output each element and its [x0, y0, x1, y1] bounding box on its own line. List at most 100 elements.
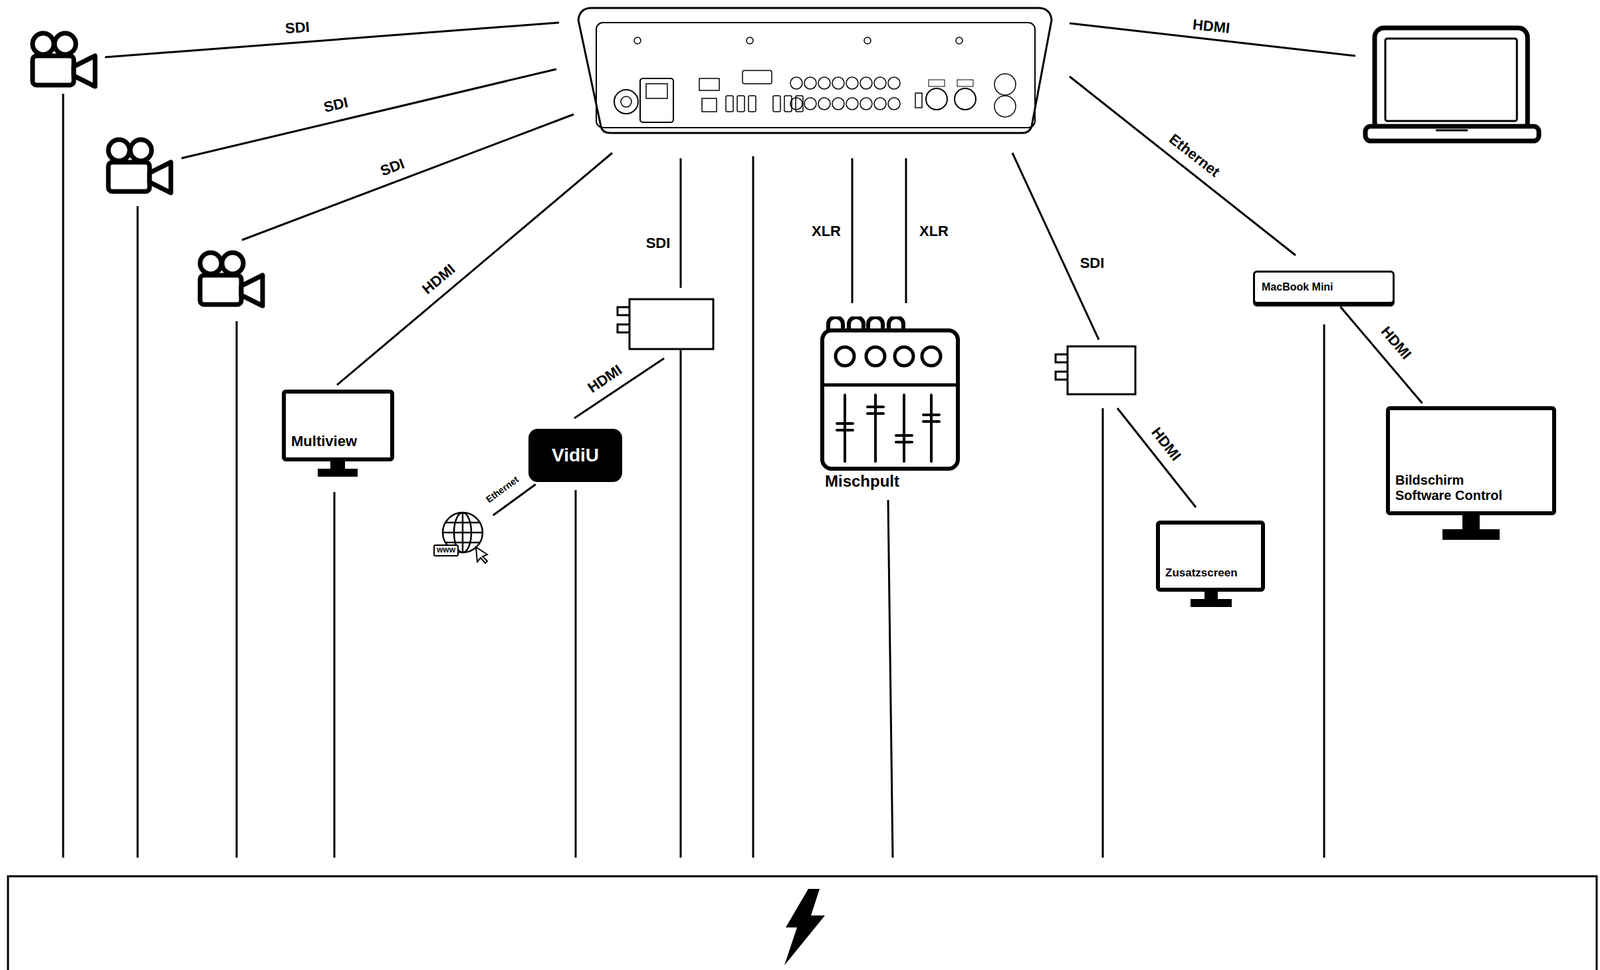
- cable-label: SDI: [1078, 255, 1107, 272]
- cable-label: SDI: [376, 154, 409, 181]
- drawing-circle: [846, 77, 859, 90]
- drawing-line: [442, 531, 483, 534]
- drawing-circle: [108, 139, 130, 161]
- drawing-circle: [888, 77, 901, 90]
- cable-label: HDMI: [582, 360, 627, 398]
- cable-label: SDI: [320, 94, 352, 117]
- drawing-path: [617, 307, 630, 333]
- cable-label: HDMI: [1376, 322, 1416, 365]
- drawing-line: [905, 158, 908, 304]
- drawing-rect: [748, 95, 756, 112]
- drawing-circle: [994, 73, 1016, 96]
- drawing-circle: [860, 97, 873, 110]
- drawing-circle: [955, 37, 963, 44]
- extra-monitor: Zusatzscreen: [1155, 520, 1265, 592]
- drawing-circle: [864, 37, 871, 44]
- drawing-circle: [925, 88, 948, 110]
- node-label: MacBook Mini: [1261, 281, 1334, 294]
- drawing-line: [105, 22, 560, 58]
- audio-mixer: Mischpult: [819, 316, 961, 495]
- drawing-line: [574, 358, 665, 419]
- drawing-rect: [915, 93, 922, 108]
- drawing-circle: [846, 97, 859, 110]
- drawing-path: [578, 7, 1052, 133]
- drawing-circle: [620, 96, 632, 108]
- drawing-circle: [954, 88, 976, 110]
- cable-label: SDI: [644, 235, 673, 252]
- drawing-circle: [832, 77, 845, 90]
- drawing-circle: [994, 95, 1016, 117]
- streaming-encoder: VidiU: [528, 428, 623, 482]
- signal-cables: [105, 22, 1356, 508]
- drawing-svg: [819, 316, 961, 471]
- drawing-path: [475, 547, 488, 564]
- drawing-circle: [200, 252, 222, 274]
- laptop-icon: [1365, 27, 1539, 141]
- drawing-g: [725, 95, 803, 112]
- drawing-rect: [1442, 529, 1500, 540]
- drawing-svg: [433, 509, 490, 567]
- drawing-line: [1435, 129, 1468, 132]
- drawing-line: [1102, 408, 1105, 858]
- drawing-rect: [596, 22, 1035, 128]
- drawing-polygon: [73, 55, 96, 87]
- node-label: www: [433, 544, 459, 557]
- drawing-rect: [737, 95, 745, 112]
- drawing-circle: [818, 97, 831, 110]
- video-switcher: [578, 7, 1052, 133]
- drawing-line: [241, 114, 574, 240]
- drawing-rect: [1374, 27, 1528, 132]
- drawing-rect: [7, 876, 1597, 970]
- drawing-circle: [860, 77, 873, 90]
- multiview-monitor: Multiview: [281, 389, 395, 462]
- drawing-circle: [790, 77, 803, 90]
- drawing-circle: [790, 97, 803, 110]
- drawing-g: [200, 252, 263, 306]
- drawing-rect: [822, 330, 958, 469]
- drawing-circle: [866, 346, 885, 366]
- drawing-path: [844, 394, 932, 462]
- internet-globe: www: [433, 509, 490, 567]
- drawing-line: [235, 321, 238, 858]
- drawing-rect: [928, 79, 945, 87]
- mac-mini: MacBook Mini: [1253, 270, 1395, 304]
- drawing-rect: [1190, 598, 1232, 607]
- drawing-line: [752, 156, 755, 858]
- drawing-line: [181, 69, 557, 159]
- drawing-path: [784, 888, 825, 966]
- drawing-line: [136, 206, 139, 858]
- cable-label: XLR: [917, 223, 951, 240]
- drawing-line: [888, 499, 893, 858]
- drawing-line: [62, 93, 65, 858]
- drawing-rect: [1462, 514, 1480, 531]
- drawing-circle: [835, 346, 855, 366]
- drawing-line: [1340, 307, 1423, 404]
- monitor-stands: [317, 460, 1500, 607]
- drawing-rect: [1204, 590, 1218, 601]
- drawing-rect: [699, 78, 720, 91]
- drawing-circle: [222, 252, 244, 274]
- drawing-path: [836, 406, 940, 443]
- drawing-g: [790, 77, 901, 110]
- drawing-rect: [629, 299, 714, 349]
- drawing-line: [680, 348, 683, 858]
- cable-label: Ethernet: [1164, 129, 1225, 182]
- drawing-rect: [1365, 126, 1539, 141]
- drawing-circle: [888, 97, 901, 110]
- drawing-line: [1069, 76, 1296, 256]
- drawing-rect: [108, 162, 150, 192]
- drawing-line: [337, 152, 613, 385]
- cable-label: XLR: [809, 223, 843, 240]
- node-label: Bildschirm Software Control: [1395, 472, 1512, 504]
- drawing-circle: [832, 97, 845, 110]
- drawing-rect: [330, 460, 345, 470]
- cable-label: SDI: [282, 19, 312, 38]
- drawing-circle: [804, 77, 817, 90]
- drawing-rect: [1067, 346, 1136, 395]
- cable-label: Ethernet: [482, 472, 523, 506]
- drawing-circle: [746, 37, 754, 44]
- drawing-line: [680, 158, 683, 288]
